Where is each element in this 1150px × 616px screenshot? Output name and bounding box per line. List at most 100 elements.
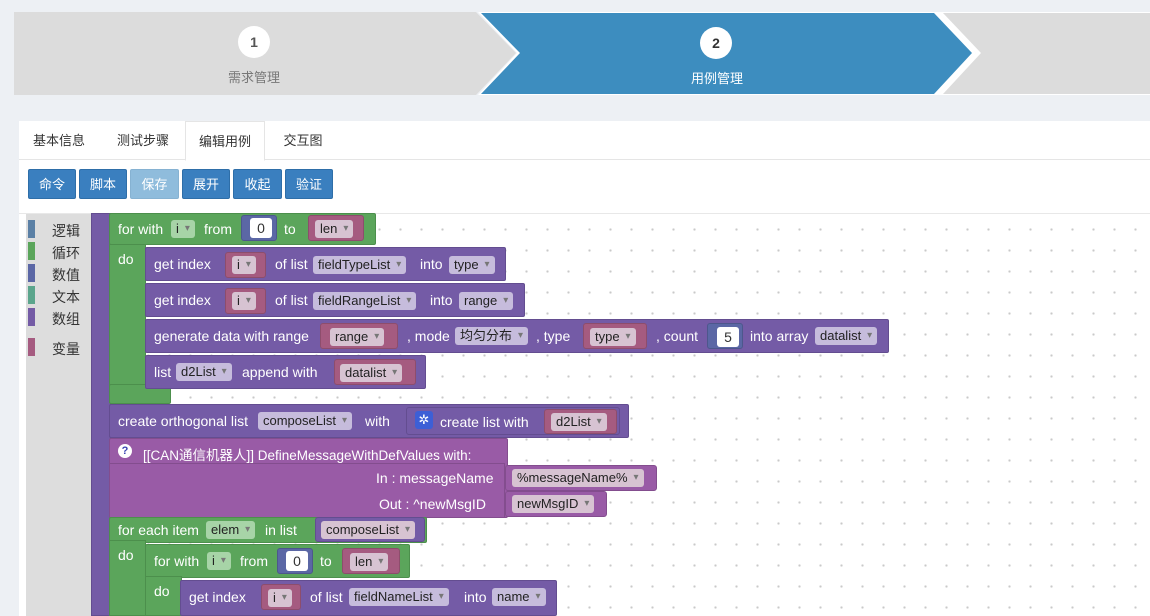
orthogonal-var-dropdown[interactable]: composeList <box>258 412 352 430</box>
target-var-dropdown[interactable]: name <box>492 588 546 606</box>
category-math[interactable]: 数值 <box>26 263 91 283</box>
out-value-dropdown[interactable]: newMsgID <box>512 495 595 513</box>
category-color <box>28 308 35 326</box>
create-list-label: create list with <box>440 414 529 430</box>
category-text[interactable]: 文本 <box>26 285 91 305</box>
can-robot-label: [[CAN通信机器人]] DefineMessageWithDefValues … <box>143 448 472 463</box>
category-variables[interactable]: 变量 <box>26 337 91 357</box>
into-label: into <box>430 292 453 308</box>
category-color <box>28 338 35 356</box>
tab-edit-case[interactable]: 编辑用例 <box>185 121 265 161</box>
orthogonal-label: create orthogonal list <box>118 413 248 429</box>
category-label: 数值 <box>52 267 80 283</box>
category-loops[interactable]: 循环 <box>26 241 91 261</box>
help-icon[interactable]: ? <box>118 444 132 458</box>
step-1-label[interactable]: 需求管理 <box>227 70 281 85</box>
for-each-list-dropdown[interactable]: composeList <box>321 521 415 539</box>
mode-dropdown[interactable]: 均匀分布 <box>455 327 529 345</box>
category-color <box>28 242 35 260</box>
type-label: , type <box>536 328 571 344</box>
loop-var-dropdown[interactable]: i <box>171 220 195 238</box>
get-index-label: get index <box>154 256 211 272</box>
of-list-label: of list <box>275 292 308 308</box>
step-3-shape <box>943 13 1150 94</box>
count-number-input[interactable]: 5 <box>717 327 739 347</box>
validate-button[interactable]: 验证 <box>285 169 333 199</box>
into-label: into <box>420 256 443 272</box>
into-array-label: into array <box>750 328 809 344</box>
category-label: 逻辑 <box>52 223 80 239</box>
create-list-item-dropdown[interactable]: d2List <box>551 413 607 431</box>
get-index-block[interactable] <box>145 247 506 281</box>
gear-icon[interactable]: ✲ <box>415 411 433 429</box>
for-loop-body-arm <box>109 244 146 394</box>
stepper-arrows <box>14 12 1150 95</box>
tab-interaction-diagram[interactable]: 交互图 <box>283 133 323 148</box>
type-var-dropdown[interactable]: type <box>590 328 636 346</box>
tab-test-steps[interactable]: 测试步骤 <box>116 133 169 148</box>
category-color <box>28 264 35 282</box>
into-label: into <box>464 589 487 605</box>
tab-bar: 基本信息 测试步骤 编辑用例 交互图 <box>19 121 1150 161</box>
list-dropdown[interactable]: fieldTypeList <box>313 256 407 274</box>
to-label: to <box>284 221 296 237</box>
for-with-label: for with <box>154 553 200 569</box>
wizard-stepper: 1 需求管理 2 用例管理 <box>14 12 1150 95</box>
out-msg-id-label: Out : ^newMsgID <box>379 496 486 512</box>
save-button[interactable]: 保存 <box>130 169 179 199</box>
list-var-dropdown[interactable]: d2List <box>176 363 232 381</box>
in-list-label: in list <box>265 522 297 538</box>
in-message-name-label: In : messageName <box>376 470 494 486</box>
category-label: 变量 <box>52 341 80 357</box>
expand-button[interactable]: 展开 <box>182 169 230 199</box>
in-value-dropdown[interactable]: %messageName% <box>512 469 644 487</box>
index-var-dropdown[interactable]: i <box>268 589 292 607</box>
category-logic[interactable]: 逻辑 <box>26 219 91 239</box>
range-var-dropdown[interactable]: range <box>330 328 385 346</box>
blockly-toolbox: 逻辑 循环 数值 文本 数组 变量 <box>26 214 91 616</box>
for-loop-footer <box>109 384 171 404</box>
generate-label: generate data with range <box>154 328 309 344</box>
to-label: to <box>320 553 332 569</box>
to-var-dropdown[interactable]: len <box>350 553 389 571</box>
loop-var-dropdown[interactable]: i <box>207 552 231 570</box>
index-var-dropdown[interactable]: i <box>232 256 256 274</box>
target-var-dropdown[interactable]: range <box>459 292 514 310</box>
for-each-label: for each item <box>118 522 199 538</box>
collapse-button[interactable]: 收起 <box>233 169 282 199</box>
mode-label: , mode <box>407 328 450 344</box>
count-label: , count <box>656 328 699 344</box>
step-2-number: 2 <box>700 27 732 59</box>
command-button[interactable]: 命令 <box>28 169 76 199</box>
script-button[interactable]: 脚本 <box>79 169 127 199</box>
append-with-label: append with <box>242 364 318 380</box>
get-index-label: get index <box>154 292 211 308</box>
tab-basic-info[interactable]: 基本信息 <box>32 133 85 148</box>
index-var-dropdown[interactable]: i <box>232 292 256 310</box>
array-dropdown[interactable]: datalist <box>815 327 878 345</box>
category-color <box>28 286 35 304</box>
to-var-dropdown[interactable]: len <box>315 220 354 238</box>
from-number-input[interactable]: 0 <box>250 218 272 238</box>
target-var-dropdown[interactable]: type <box>449 256 495 274</box>
append-value-dropdown[interactable]: datalist <box>340 364 403 382</box>
of-list-label: of list <box>310 589 343 605</box>
category-lists[interactable]: 数组 <box>26 307 91 327</box>
step-1-number: 1 <box>238 26 270 58</box>
toolbar-divider <box>19 213 1150 214</box>
list-dropdown[interactable]: fieldRangeList <box>313 292 417 310</box>
for-each-var-dropdown[interactable]: elem <box>206 521 256 539</box>
do-label: do <box>118 251 134 267</box>
can-robot-body <box>109 463 505 518</box>
from-label: from <box>240 553 268 569</box>
category-label: 循环 <box>52 245 80 261</box>
do-label: do <box>154 583 170 599</box>
from-number-input[interactable]: 0 <box>286 551 308 571</box>
for-with-label: for with <box>118 221 164 237</box>
list-dropdown[interactable]: fieldNameList <box>349 588 449 606</box>
do-label: do <box>118 547 134 563</box>
with-label: with <box>365 413 390 429</box>
category-label: 文本 <box>52 289 80 305</box>
step-2-label[interactable]: 用例管理 <box>690 71 744 86</box>
category-color <box>28 220 35 238</box>
